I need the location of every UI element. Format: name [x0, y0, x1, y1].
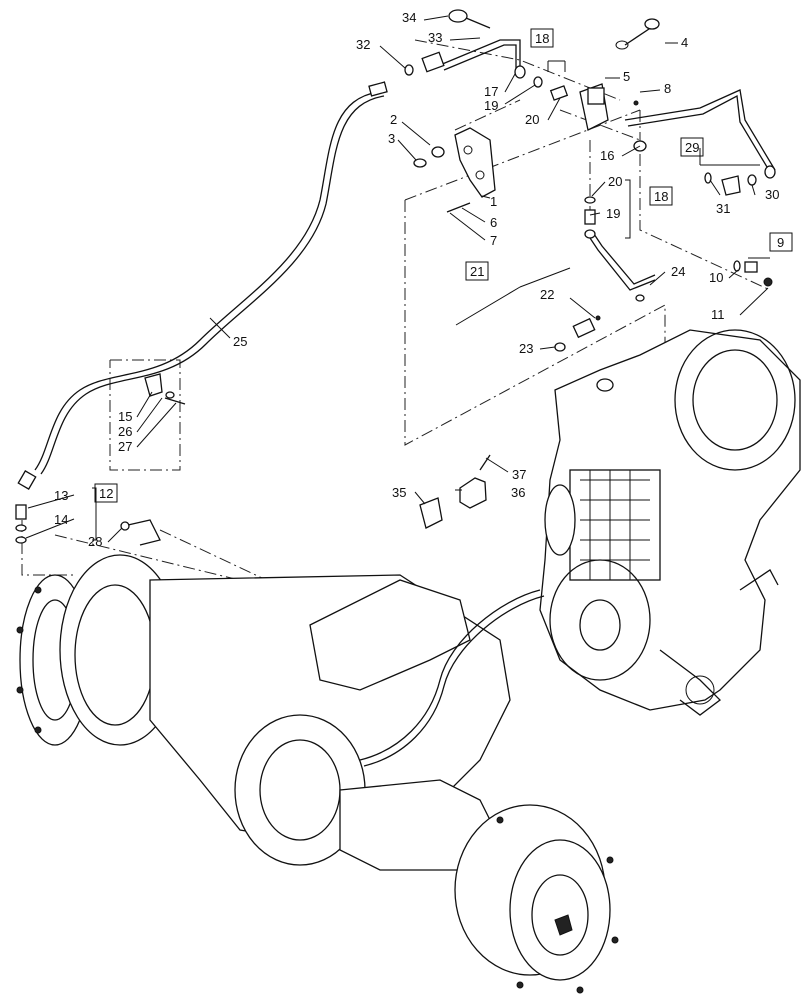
box-12: [94, 483, 118, 503]
callout-24: 24: [671, 264, 685, 279]
callout-14: 14: [54, 512, 68, 527]
callout-31: 31: [716, 201, 730, 216]
callout-25: 25: [233, 334, 247, 349]
callout-8: 8: [664, 81, 671, 96]
callout-labels: 34 33 32 17 19 18 4 5 8 20 2 3 16 29 1 6…: [54, 10, 784, 549]
assembly-outlines: [21, 39, 771, 611]
pipe-24: [584, 196, 656, 302]
callout-13: 13: [54, 488, 68, 503]
callout-12: 12: [99, 486, 113, 501]
callout-20a: 20: [525, 112, 539, 127]
callout-18a: 18: [535, 31, 549, 46]
callout-15: 15: [118, 409, 132, 424]
callout-16: 16: [600, 148, 614, 163]
callout-9: 9: [777, 235, 784, 250]
callout-22: 22: [540, 287, 554, 302]
callout-17: 17: [484, 84, 498, 99]
callout-28: 28: [88, 534, 102, 549]
group-boxes: [94, 28, 793, 503]
callout-5: 5: [623, 69, 630, 84]
callout-26: 26: [118, 424, 132, 439]
callout-23: 23: [519, 341, 533, 356]
callout-1: 1: [490, 194, 497, 209]
hose-25: [17, 81, 388, 490]
box-21: [465, 261, 489, 281]
callout-4: 4: [681, 35, 688, 50]
callout-20b: 20: [608, 174, 622, 189]
callout-29: 29: [685, 140, 699, 155]
callout-33: 33: [428, 30, 442, 45]
fitting-29: [704, 172, 757, 196]
callout-19b: 19: [606, 206, 620, 221]
top-lines: [404, 9, 776, 179]
leader-lines: [25, 15, 770, 543]
callout-7: 7: [490, 233, 497, 248]
callout-11: 11: [711, 307, 725, 322]
fittings-9: [733, 260, 773, 287]
callout-2: 2: [390, 112, 397, 127]
callout-36: 36: [511, 485, 525, 500]
fittings-21: [554, 315, 601, 352]
box-18a: [530, 28, 554, 48]
callout-32: 32: [356, 37, 370, 52]
clip-28: [120, 519, 161, 546]
callout-10: 10: [709, 270, 723, 285]
callout-27: 27: [118, 439, 132, 454]
sensors: [419, 454, 491, 529]
clip-15: [144, 373, 186, 405]
callout-34: 34: [402, 10, 416, 25]
axle: [16, 554, 619, 994]
callout-35: 35: [392, 485, 406, 500]
box-29: [680, 137, 704, 157]
transmission: [539, 329, 801, 716]
bracket-1: [413, 127, 496, 213]
box-9: [769, 232, 793, 252]
callout-30: 30: [765, 187, 779, 202]
callout-6: 6: [490, 215, 497, 230]
fittings-12: [15, 504, 27, 544]
callout-37: 37: [512, 467, 526, 482]
callout-19a: 19: [484, 98, 498, 113]
callout-21: 21: [470, 264, 484, 279]
box-18b: [649, 186, 673, 206]
callout-3: 3: [388, 131, 395, 146]
callout-18b: 18: [654, 189, 668, 204]
